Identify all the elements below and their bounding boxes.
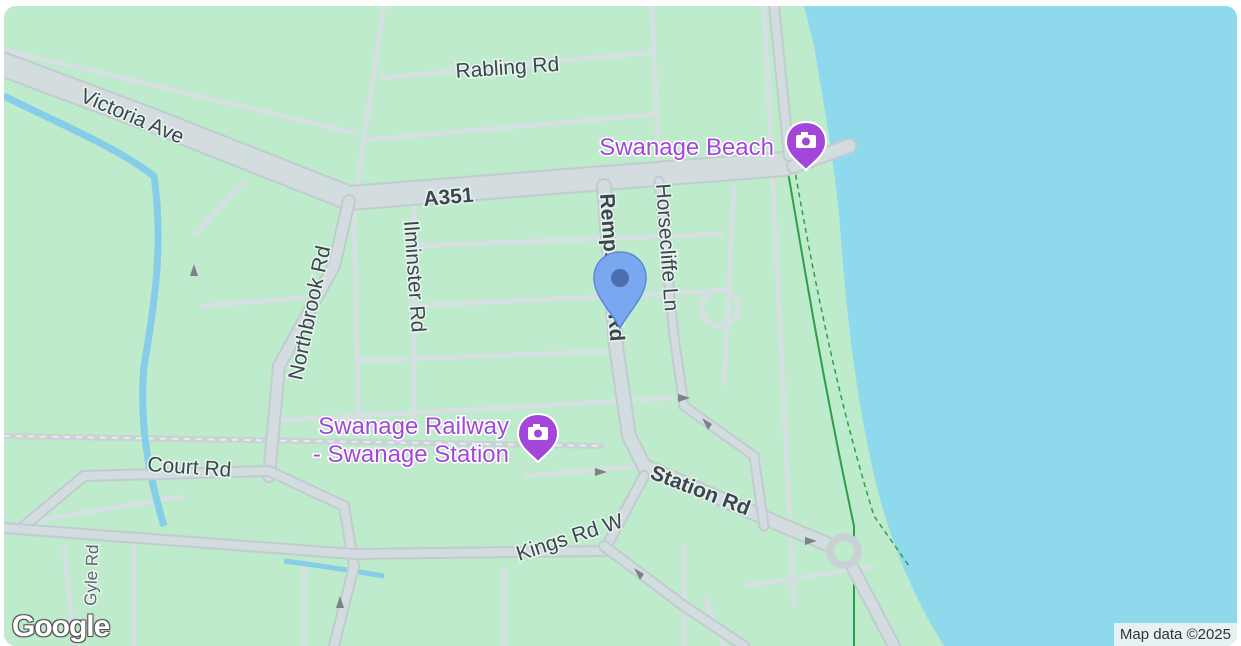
poi-swanage-railway[interactable]: Swanage Railway - Swanage Station [311,412,560,470]
poi-label-swanage-station: - Swanage Station [313,441,509,468]
road-label-gyle-rd: Gyle Rd [81,544,102,606]
one-way-arrows [190,264,817,608]
minor-roads [4,6,875,646]
coastal-path [786,165,855,646]
poi-label-swanage-beach: Swanage Beach [599,134,774,161]
roundabout [826,533,862,569]
camera-icon [784,120,828,172]
sea-water [804,6,1237,646]
road-label-a351: A351 [422,184,474,211]
map-svg[interactable]: Victoria Ave A351 Rabling Rd Northbrook … [4,6,1237,646]
map-canvas[interactable]: Victoria Ave A351 Rabling Rd Northbrook … [4,6,1237,646]
stream-lower [283,558,385,579]
road-label-rabling-rd: Rabling Rd [455,53,560,83]
camera-icon [516,412,560,464]
location-pin-icon[interactable] [593,251,647,330]
map-attribution[interactable]: Map data ©2025 [1113,623,1237,646]
google-logo: Google [12,610,110,643]
roundabout-small [699,287,741,329]
poi-swanage-beach[interactable]: Swanage Beach [598,120,828,172]
poi-label-swanage-railway: Swanage Railway [318,413,509,440]
stream [4,92,168,528]
railway-track [4,433,605,449]
